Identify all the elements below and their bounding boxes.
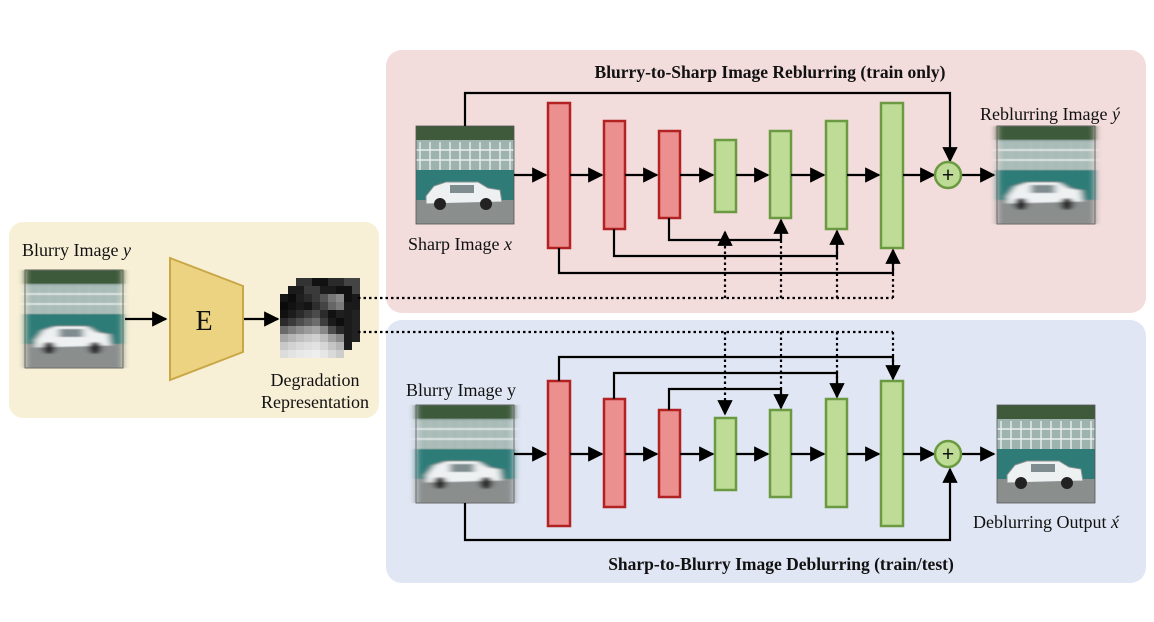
green-block <box>768 408 793 499</box>
plus-icon: + <box>942 441 955 466</box>
top-encoder-blocks <box>546 101 682 250</box>
green-block <box>713 138 738 214</box>
add-node-top <box>933 160 963 190</box>
rep-label-line2: Representation <box>261 392 369 412</box>
top-output-label: Reblurring Image ý <box>980 104 1120 124</box>
top-input-label: Sharp Image x <box>408 234 512 254</box>
bottom-input-label: Blurry Image y <box>406 380 516 400</box>
blurry-input-image <box>24 269 124 369</box>
red-block <box>546 379 572 528</box>
reblurring-output-image <box>996 125 1096 225</box>
green-block <box>879 101 905 250</box>
red-block <box>602 119 627 231</box>
top-flow-arrows <box>463 91 996 275</box>
top-panel-title: Blurry-to-Sharp Image Reblurring (train … <box>595 62 946 82</box>
red-block <box>546 101 572 250</box>
blurry-input-image-bottom <box>415 404 515 504</box>
green-block <box>713 416 738 492</box>
plus-icon: + <box>942 162 955 187</box>
deblurring-output-image <box>996 404 1096 504</box>
bottom-output-label: Deblurring Output x́ <box>973 512 1120 532</box>
encoder-label: E <box>195 306 212 337</box>
left-input-label: Blurry Image y <box>22 240 131 260</box>
bottom-flow-arrows <box>463 355 996 542</box>
bottom-encoder-blocks <box>546 379 682 528</box>
sharp-input-image <box>415 125 515 225</box>
add-node-bottom <box>933 439 963 469</box>
degradation-representation <box>280 278 360 358</box>
green-block <box>768 129 793 220</box>
red-block <box>657 408 682 499</box>
bottom-decoder-blocks <box>713 379 905 528</box>
red-block <box>602 397 627 509</box>
green-block <box>824 119 849 231</box>
green-block <box>879 379 905 528</box>
top-decoder-blocks <box>713 101 905 250</box>
bottom-panel-title: Sharp-to-Blurry Image Deblurring (train/… <box>608 554 954 574</box>
red-block <box>657 129 682 220</box>
encoder-block <box>169 256 244 382</box>
green-block <box>824 397 849 509</box>
rep-label-line1: Degradation <box>271 370 360 390</box>
